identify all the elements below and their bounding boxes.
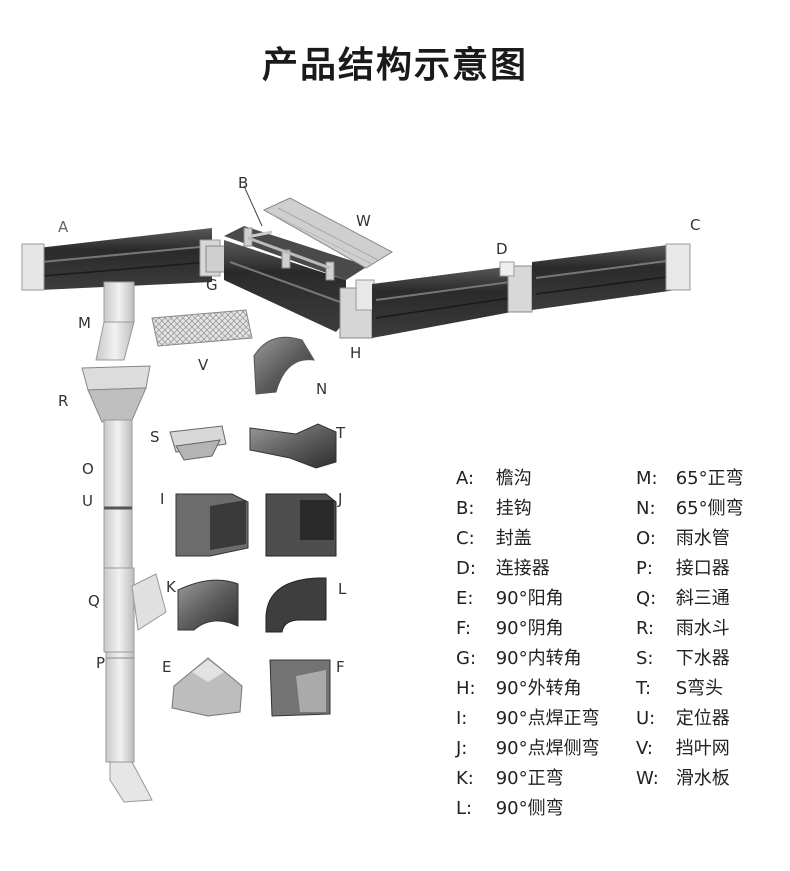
callout-n: N <box>316 380 328 398</box>
callout-l: L <box>338 580 347 598</box>
legend-item: Q: 斜三通 <box>636 588 730 609</box>
callout-w: W <box>356 212 371 230</box>
legend-item: F: 90°阴角 <box>456 618 564 639</box>
callout-j: J <box>338 490 343 508</box>
callout-u: U <box>82 492 93 510</box>
gutter-right-1 <box>372 266 512 338</box>
welded-elbow-i <box>175 493 249 557</box>
callout-s: S <box>150 428 160 446</box>
oblique-tee-q <box>103 567 167 653</box>
callout-p: P <box>96 654 106 672</box>
callout-a: A <box>58 218 69 236</box>
legend-item: V: 挡叶网 <box>636 738 730 759</box>
callout-g: G <box>206 276 218 294</box>
downlet-s <box>169 425 227 461</box>
legend-item: R: 雨水斗 <box>636 618 730 639</box>
legend-item: C: 封盖 <box>456 528 532 549</box>
callout-b: B <box>238 174 249 192</box>
callout-o: O <box>82 460 94 478</box>
side-elbow-90-l <box>265 577 327 633</box>
internal-corner-f <box>269 659 331 717</box>
page-title: 产品结构示意图 <box>261 45 528 86</box>
gutter-a <box>21 228 221 291</box>
rain-hopper-r <box>81 365 151 423</box>
legend-item: B: 挂钩 <box>456 498 532 519</box>
welded-side-elbow-j <box>265 493 337 557</box>
legend-item: O: 雨水管 <box>636 528 730 549</box>
s-bend-t <box>249 423 337 469</box>
legend-item: H: 90°外转角 <box>456 678 582 699</box>
legend-item: K: 90°正弯 <box>456 768 564 789</box>
callout-k: K <box>166 578 176 596</box>
callout-c: C <box>690 216 701 234</box>
legend-item: A: 檐沟 <box>456 468 532 489</box>
legend-item: M: 65°正弯 <box>636 468 744 489</box>
elbow-90-k <box>177 579 239 631</box>
callout-f: F <box>336 658 345 676</box>
downpipe-o <box>103 419 133 571</box>
callout-h: H <box>350 344 362 362</box>
outer-corner-h <box>339 279 375 339</box>
legend-item: G: 90°内转角 <box>456 648 582 669</box>
gutter-right-2 <box>532 243 691 310</box>
pipe-connector-p <box>105 651 153 803</box>
callout-e: E <box>162 658 172 676</box>
legend-item: S: 下水器 <box>636 648 730 669</box>
callout-t: T <box>336 424 346 442</box>
legend-item: E: 90°阳角 <box>456 588 564 609</box>
legend-item: J: 90°点焊侧弯 <box>456 738 600 759</box>
callout-i: I <box>160 490 165 508</box>
elbow-65-m <box>95 281 135 361</box>
legend-item: U: 定位器 <box>636 708 730 729</box>
legend-item: D: 连接器 <box>456 558 550 579</box>
legend-item: N: 65°侧弯 <box>636 498 744 519</box>
legend-item: T: S弯头 <box>636 678 724 699</box>
legend-item: P: 接口器 <box>636 558 730 579</box>
callout-m: M <box>78 314 91 332</box>
legend-item: L: 90°侧弯 <box>456 798 564 819</box>
leaf-guard-v <box>151 309 253 347</box>
external-corner-e <box>171 657 243 717</box>
legend-item: W: 滑水板 <box>636 768 730 789</box>
callout-v: V <box>198 356 209 374</box>
side-elbow-65-n <box>253 336 315 395</box>
legend-item: I: 90°点焊正弯 <box>456 708 600 729</box>
drip-plate-w <box>262 197 394 269</box>
gutter-corner-section <box>224 226 368 332</box>
callout-r: R <box>58 392 69 410</box>
callout-d: D <box>496 240 508 258</box>
callout-q: Q <box>88 592 100 610</box>
